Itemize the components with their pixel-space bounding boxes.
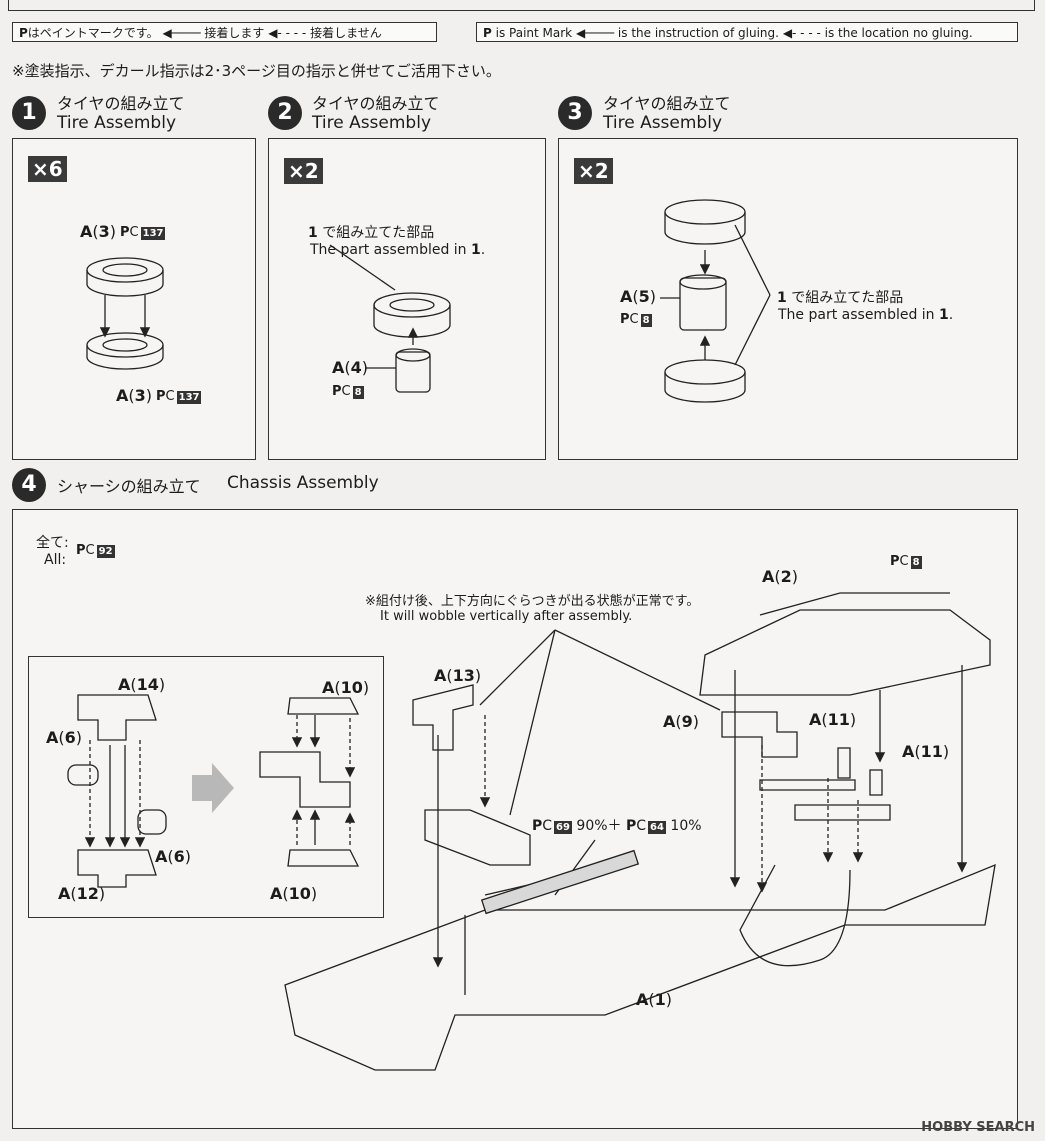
tire-half-top: [86, 257, 164, 283]
part-a10-top: [287, 697, 360, 715]
direction-arrow-icon: [192, 763, 234, 813]
hub-part: [679, 277, 727, 331]
step-2-number: 2: [268, 96, 302, 130]
assembled-note-ja-step3: 1 で組み立てた部品: [777, 290, 904, 306]
assembled-tire: [373, 292, 451, 318]
step-1-panel: [12, 138, 256, 460]
assembled-frame: [259, 751, 351, 808]
step-3-multiplier: ×2: [574, 158, 613, 184]
paint-mark-icon: P: [19, 26, 28, 40]
legend-english: P is Paint Mark ◀──── is the instruction…: [476, 22, 1018, 42]
step-4-title-en: Chassis Assembly: [227, 473, 379, 493]
step-1-number: 1: [12, 96, 46, 130]
part-a6-left: [67, 764, 99, 786]
label-a13: A(13): [434, 666, 482, 685]
step-4-title-ja: シャーシの組み立て: [57, 477, 201, 496]
tire-bottom: [664, 359, 746, 385]
label-a2: A(2): [762, 567, 799, 586]
step-1-title-ja: タイヤの組み立て: [57, 94, 185, 113]
painting-note: ※塗装指示、デカール指示は2･3ページ目の指示と併せてご活用下さい。: [12, 62, 501, 80]
label-a9: A(9): [663, 712, 700, 731]
tire-top: [664, 199, 746, 225]
step-1-multiplier: ×6: [28, 156, 67, 182]
part-a11-small: [837, 747, 851, 779]
assembled-note-en-step3: The part assembled in 1.: [778, 307, 954, 323]
part-a10-bottom: [287, 849, 360, 867]
glue-arrow-icon: ◀────: [162, 26, 201, 40]
part-a2-rear: [699, 609, 991, 696]
part-a12: [77, 849, 157, 888]
label-a4: A(4): [332, 358, 369, 377]
step-2-multiplier: ×2: [284, 158, 323, 184]
step-2-title-en: Tire Assembly: [312, 113, 431, 133]
paint-mark-icon: P: [483, 26, 492, 40]
glue-area: [480, 849, 640, 915]
label-a11-small: A(11): [809, 710, 857, 729]
part-a13: [412, 684, 474, 751]
legend-japanese: Pはペイントマークです。 ◀──── 接着します ◀- - - - 接着しません: [12, 22, 437, 42]
step-1-title-en: Tire Assembly: [57, 113, 176, 133]
part-a6-right: [137, 809, 167, 835]
part-a1-chassis: [284, 863, 996, 1071]
label-a10-bottom: A(10): [270, 884, 318, 903]
step-3-title-ja: タイヤの組み立て: [603, 94, 731, 113]
part-a9: [721, 711, 798, 758]
label-a12: A(12): [58, 884, 106, 903]
label-a10-top: A(10): [322, 678, 370, 697]
label-a1: A(1): [636, 990, 673, 1009]
all-label-en: All:: [44, 552, 67, 568]
watermark: HOBBY SEARCH: [921, 1120, 1035, 1135]
label-a6-left: A(6): [46, 728, 83, 747]
label-a6-right: A(6): [155, 847, 192, 866]
part-a11-large: [869, 769, 883, 796]
assembled-note-en-step2: The part assembled in 1.: [310, 242, 486, 258]
label-a3-bottom: A(3): [116, 386, 153, 405]
top-frame: [8, 0, 1035, 11]
part-a14: [77, 694, 157, 741]
label-a11-large: A(11): [902, 742, 950, 761]
label-a14: A(14): [118, 675, 166, 694]
label-a3-top: A(3): [80, 222, 117, 241]
step-3-panel: [558, 138, 1018, 460]
step-3-title-en: Tire Assembly: [603, 113, 722, 133]
tire-half-bottom: [86, 332, 164, 358]
step-2-title-ja: タイヤの組み立て: [312, 94, 440, 113]
front-subassembly: [424, 809, 531, 866]
wobble-note-ja: ※組付け後、上下方向にぐらつきが出る状態が正常です。: [365, 594, 700, 609]
glue-arrow-icon: ◀────: [575, 26, 615, 40]
no-glue-arrow-icon: ◀- - - -: [782, 26, 821, 40]
assembled-note-ja-step2: 1 で組み立てた部品: [308, 225, 435, 241]
label-a5: A(5): [620, 287, 657, 306]
step-3-number: 3: [558, 96, 592, 130]
step-4-number: 4: [12, 468, 46, 502]
wheel-part: [395, 351, 431, 393]
no-glue-arrow-icon: ◀- - - -: [268, 26, 307, 40]
wobble-note-en: It will wobble vertically after assembly…: [380, 609, 633, 624]
all-label-ja: 全て:: [36, 535, 69, 551]
